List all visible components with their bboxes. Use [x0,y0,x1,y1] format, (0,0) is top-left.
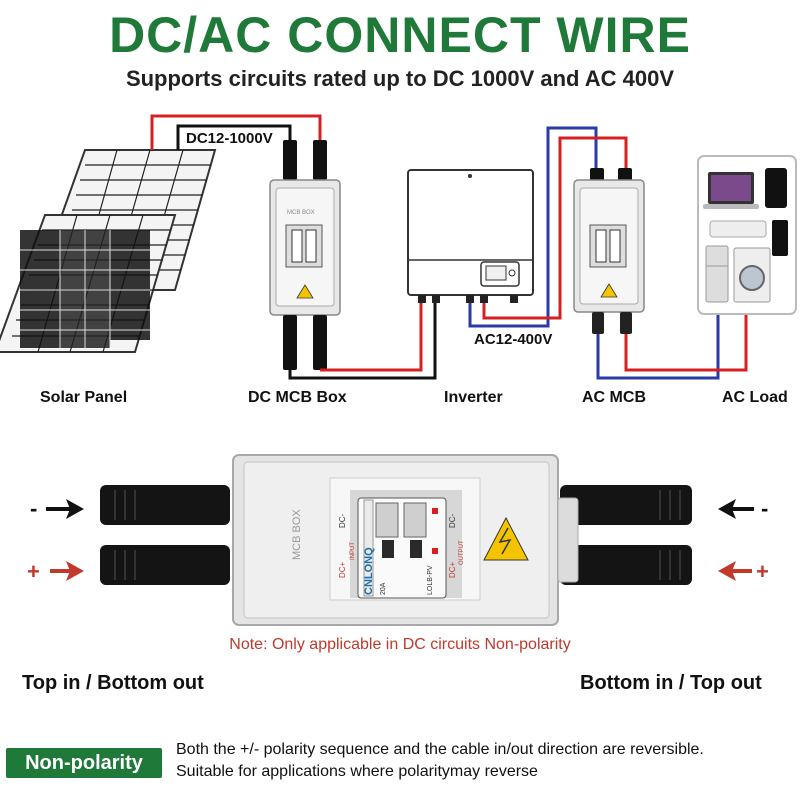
inverter [407,169,534,303]
ac-line-wire [468,126,598,328]
right-arrows: - + [718,496,769,584]
mcb-box-detail: MCB BOX CNLONQ 20A LOLB-PV DC- DC+ INPUT… [27,454,769,626]
right-minus-sign: - [761,496,768,521]
left-minus-sign: - [30,496,37,521]
breaker-brand: CNLONQ [363,547,375,595]
label-ac-mcb: AC MCB [582,389,646,406]
left-plus-sign: + [27,559,40,584]
detail-output-label: OUTPUT [459,540,465,565]
ac-voltage-label: AC12-400V [474,331,552,348]
page-title: DC/AC CONNECT WIRE [109,7,691,63]
footer-line-1: Both the +/- polarity sequence and the c… [176,741,704,758]
detail-input-label: INPUT [350,542,356,560]
label-dc-mcb-box: DC MCB Box [248,389,347,406]
left-caption: Top in / Bottom out [22,672,204,694]
breaker-model: LOLB-PV [427,565,434,595]
non-polarity-badge: Non-polarity [6,748,162,778]
detail-dc-plus-left: DC+ [338,561,347,578]
detail-dc-minus-right: DC- [448,513,457,528]
page-subtitle: Supports circuits rated up to DC 1000V a… [125,66,675,91]
dc-mcb-box: MCB BOX [269,179,341,316]
detail-dc-plus-right: DC+ [448,561,457,578]
label-inverter: Inverter [444,389,503,406]
ac-load-appliances [697,155,797,315]
right-connectors [560,485,692,585]
wiring-diagram: DC12-1000V MCB BOX AC12-400V [0,114,797,380]
footer-line-2: Suitable for applications where polarity… [176,763,538,780]
dc-negative-wire [176,124,292,150]
right-caption: Bottom in / Top out [580,672,762,694]
right-plus-sign: + [756,559,769,584]
left-arrows: - + [27,496,84,584]
detail-dc-minus-left: DC- [338,513,347,528]
dc-positive-wire [150,114,322,150]
dc-box-text: MCB BOX [287,210,315,216]
solar-panel-illustration [0,149,217,353]
breaker-rating: 20A [380,582,387,595]
label-ac-load: AC Load [722,389,788,406]
left-connectors [100,485,230,585]
dc-voltage-label: DC12-1000V [186,130,273,147]
detail-box-text: MCB BOX [291,509,303,560]
detail-note: Note: Only applicable in DC circuits Non… [229,636,571,653]
label-solar-panel: Solar Panel [40,389,128,406]
ac-mcb-box [573,179,645,313]
